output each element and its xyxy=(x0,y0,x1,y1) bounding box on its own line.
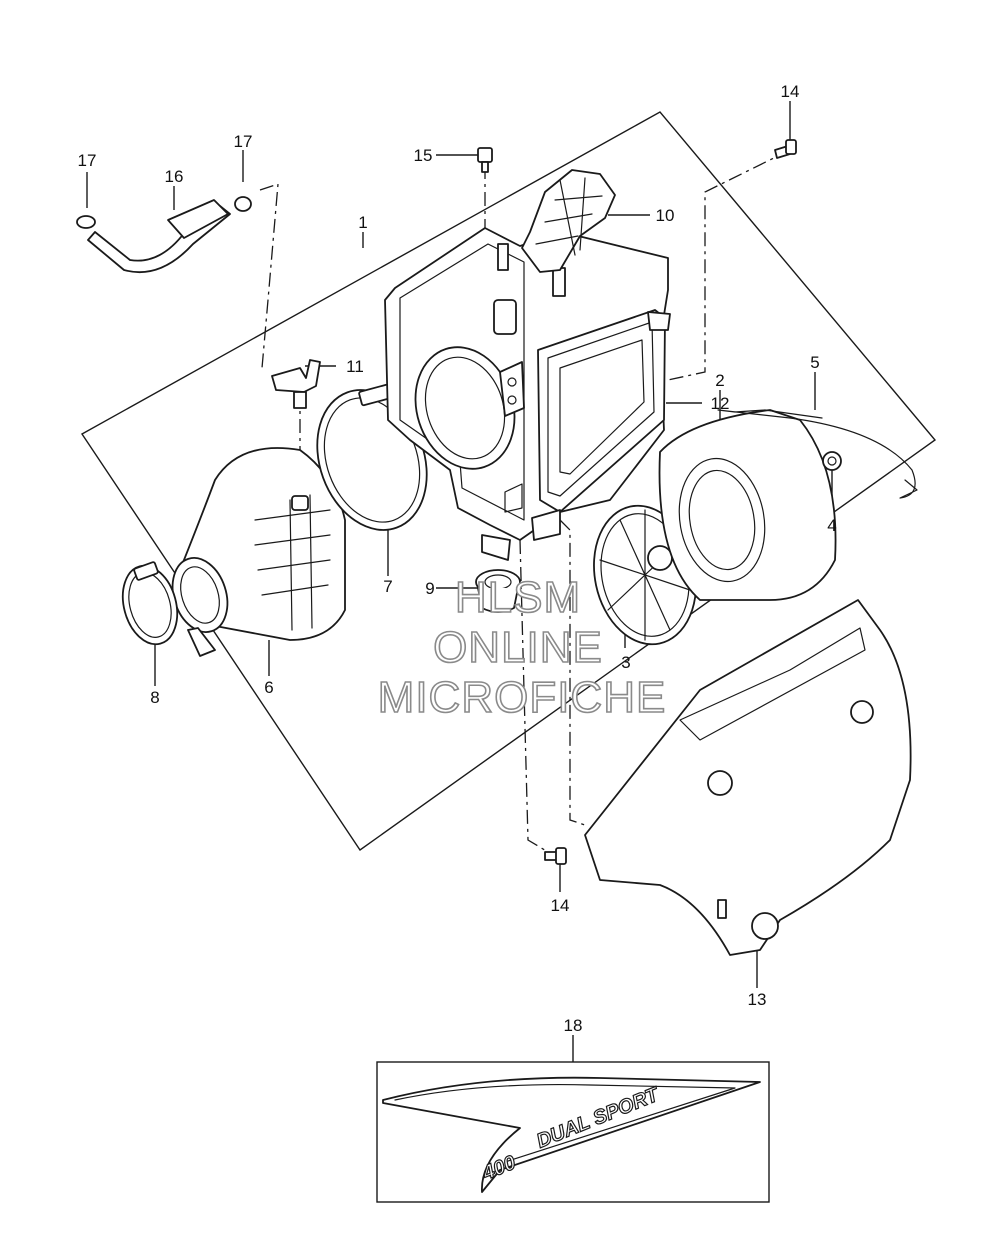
callout-17-right: 17 xyxy=(234,132,253,151)
callout-18: 18 xyxy=(564,1016,583,1035)
callout-13: 13 xyxy=(748,990,767,1009)
assembly-outline xyxy=(80,111,937,851)
callout-12: 12 xyxy=(711,394,730,413)
intake-duct xyxy=(521,169,616,273)
callout-1: 1 xyxy=(358,213,367,232)
grommet xyxy=(475,569,521,613)
callout-8: 8 xyxy=(150,688,159,707)
callout-15: 15 xyxy=(414,146,433,165)
hose-clamp-left xyxy=(76,215,96,229)
callout-17-left: 17 xyxy=(78,151,97,170)
callout-6: 6 xyxy=(264,678,273,697)
bolt-upper xyxy=(774,139,797,159)
elbow-fitting xyxy=(271,359,321,409)
callout-3: 3 xyxy=(621,653,630,672)
callout-16: 16 xyxy=(165,167,184,186)
callout-9: 9 xyxy=(425,579,434,598)
hose-clamp-right xyxy=(234,196,252,212)
callout-7: 7 xyxy=(383,577,392,596)
case-seal xyxy=(531,309,671,541)
washer xyxy=(822,451,842,471)
callout-14-upper: 14 xyxy=(781,82,800,101)
callout-11: 11 xyxy=(346,357,364,376)
retaining-wire xyxy=(717,409,918,499)
callout-2: 2 xyxy=(715,371,724,390)
screw xyxy=(477,147,493,173)
watermark-line-3: MICROFICHE xyxy=(378,673,667,722)
air-cleaner-case xyxy=(384,227,669,561)
filter-element xyxy=(658,409,837,601)
watermark: HLSM ONLINE MICROFICHE xyxy=(377,572,667,723)
callout-5: 5 xyxy=(810,353,819,372)
decal-frame xyxy=(376,1061,770,1203)
bolt-lower xyxy=(544,847,567,865)
callout-4: 4 xyxy=(827,516,836,535)
side-cover xyxy=(584,599,912,956)
intake-boot xyxy=(171,447,346,657)
hose-clamp xyxy=(121,561,179,646)
callout-14-lower: 14 xyxy=(551,896,570,915)
decal-graphic xyxy=(382,1076,761,1193)
watermark-line-2: ONLINE xyxy=(433,623,603,672)
breather-hose xyxy=(76,196,252,274)
leader-lines xyxy=(86,101,833,1062)
callout-10: 10 xyxy=(656,206,675,225)
callout-labels: 1 2 3 4 5 6 7 8 9 10 11 12 13 14 14 15 1… xyxy=(78,82,837,1035)
watermark-line-1: HLSM xyxy=(455,573,581,622)
